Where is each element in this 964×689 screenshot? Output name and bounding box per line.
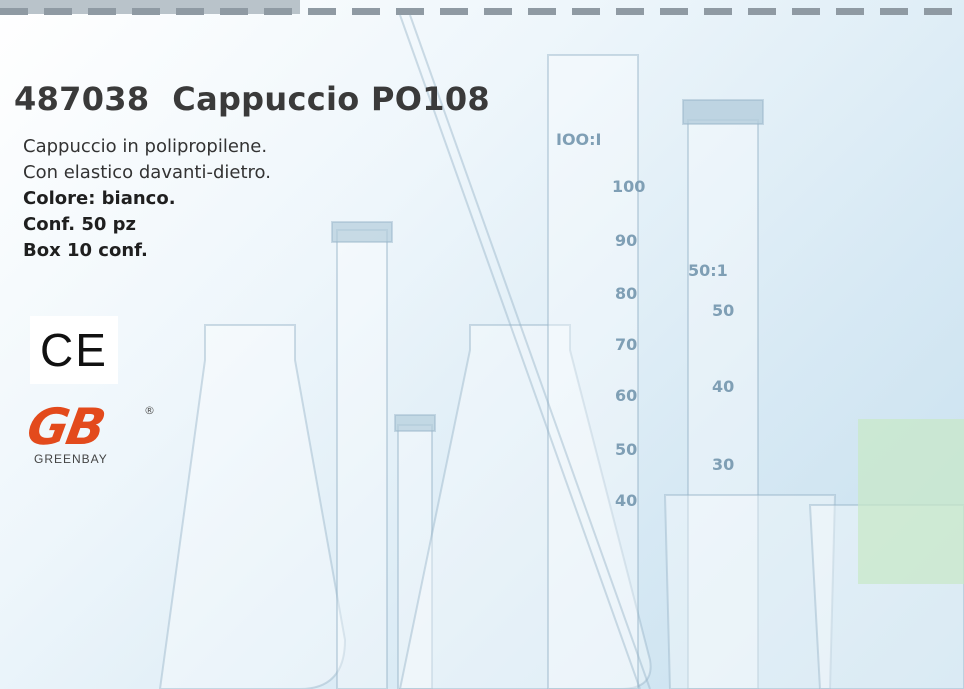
svg-text:60: 60 xyxy=(615,386,637,405)
svg-text:40: 40 xyxy=(712,377,734,396)
greenbay-logo: GB ® GREENBAY xyxy=(23,398,168,472)
desc-line: Con elastico davanti-dietro. xyxy=(23,162,271,183)
svg-text:50: 50 xyxy=(615,440,637,459)
registered-mark: ® xyxy=(144,404,155,417)
svg-text:IOO:I: IOO:I xyxy=(556,130,602,149)
product-code: 487038 xyxy=(14,80,150,118)
desc-line: Cappuccio in polipropilene. xyxy=(23,136,268,157)
brand-name: GREENBAY xyxy=(34,452,108,466)
dashed-border xyxy=(0,8,964,15)
svg-text:30: 30 xyxy=(712,455,734,474)
svg-text:90: 90 xyxy=(615,231,637,250)
svg-text:40: 40 xyxy=(615,491,637,510)
svg-text:50:1: 50:1 xyxy=(688,261,728,280)
product-description: Cappuccio in polipropilene. Con elastico… xyxy=(23,134,271,264)
product-title: 487038 Cappuccio PO108 xyxy=(14,80,490,118)
svg-text:50: 50 xyxy=(712,301,734,320)
green-tint-patch xyxy=(858,419,964,584)
desc-line-pack: Conf. 50 pz xyxy=(23,214,137,235)
gb-logo-text: GB xyxy=(22,398,109,456)
ce-mark-icon: CE xyxy=(30,316,118,384)
svg-text:70: 70 xyxy=(615,335,637,354)
svg-text:100: 100 xyxy=(612,177,645,196)
product-name: Cappuccio PO108 xyxy=(172,80,490,118)
desc-line-color: Colore: bianco. xyxy=(23,188,176,209)
desc-line-box: Box 10 conf. xyxy=(23,240,148,261)
svg-text:80: 80 xyxy=(615,284,637,303)
